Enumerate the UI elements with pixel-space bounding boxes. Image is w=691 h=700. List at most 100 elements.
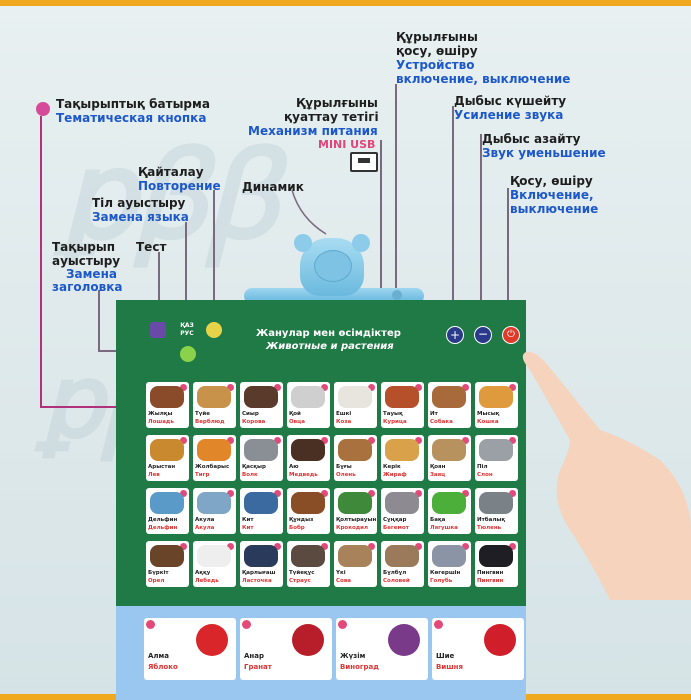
sound-dot-icon — [321, 437, 328, 444]
language-toggle-button[interactable]: ҚАЗ РУС — [180, 322, 194, 337]
animal-picture — [197, 386, 231, 408]
sound-dot-icon — [274, 490, 281, 497]
animal-picture — [291, 439, 325, 461]
sound-dot-icon — [180, 543, 187, 550]
speaker-pointer-line — [291, 189, 327, 235]
charger-label-kz1: Құрылғыны — [296, 96, 378, 110]
title-switch-button[interactable] — [180, 346, 196, 362]
animal-name-kz: Жолбарыс — [195, 464, 230, 470]
book-test-button[interactable] — [150, 322, 166, 338]
animal-name-ru: Пингвин — [477, 578, 504, 584]
animal-name-ru: Кошка — [477, 419, 499, 425]
animal-name-ru: Бобр — [289, 525, 305, 531]
animal-name-ru: Курица — [383, 419, 407, 425]
animal-name-kz: Ит — [430, 411, 438, 417]
fruit-name-ru: Вишня — [436, 663, 464, 671]
animal-name-ru: Собака — [430, 419, 453, 425]
animal-name-kz: Бұғы — [336, 464, 352, 470]
animal-name-kz: Бақа — [430, 517, 446, 523]
language-label-kz: Тіл ауыстыру — [92, 196, 186, 210]
charger-label-usb: MINI USB — [318, 138, 376, 151]
animal-picture — [432, 439, 466, 461]
learning-poster: ҚАЗ РУС Жанулар мен өсімдіктер Животные … — [116, 300, 526, 700]
fruit-name-kz: Анар — [244, 652, 264, 660]
theme-button-line-v — [40, 116, 42, 408]
animal-name-ru: Волк — [242, 472, 258, 478]
on-off-label-ru2: выключение — [510, 202, 599, 216]
fruit-picture — [196, 624, 228, 656]
charger-line — [380, 140, 382, 288]
volume-down-label-ru: Звук уменьшение — [482, 146, 606, 160]
animal-name-ru: Соловей — [383, 578, 410, 584]
volume-up-button[interactable]: + — [446, 326, 464, 344]
animal-picture — [150, 545, 184, 567]
animal-picture — [385, 545, 419, 567]
sound-dot-icon — [227, 490, 234, 497]
animal-picture — [197, 492, 231, 514]
usb-port-icon — [350, 152, 378, 172]
repeat-label-ru: Повторение — [138, 179, 221, 193]
sound-dot-icon — [274, 543, 281, 550]
animal-picture — [385, 439, 419, 461]
title-switch-line-v — [98, 290, 100, 352]
animal-picture — [197, 545, 231, 567]
fruit-name-ru: Яблоко — [148, 663, 178, 671]
on-off-button[interactable]: ⏻ — [502, 326, 520, 344]
animal-picture — [150, 492, 184, 514]
volume-down-button[interactable]: − — [474, 326, 492, 344]
sound-dot-icon — [462, 384, 469, 391]
animal-name-kz: Арыстан — [148, 464, 176, 470]
animal-name-kz: Аққу — [195, 570, 211, 576]
volume-down-line — [480, 134, 482, 326]
fruit-name-kz: Жүзім — [340, 652, 366, 660]
power-switch-knob[interactable] — [392, 290, 402, 300]
repeat-button[interactable] — [206, 322, 222, 338]
animal-name-kz: Аю — [289, 464, 299, 470]
animal-name-ru: Лошадь — [148, 419, 174, 425]
power-device-label-kz2: қосу, өшіру — [396, 44, 478, 58]
repeat-label-kz: Қайталау — [138, 165, 204, 179]
animal-name-kz: Жылқы — [148, 411, 173, 417]
theme-button-label-ru: Тематическая кнопка — [56, 111, 207, 125]
animal-name-ru: Бегемот — [383, 525, 409, 531]
animal-name-kz: Дельфин — [148, 517, 178, 523]
power-device-label-kz1: Құрылғыны — [396, 30, 478, 44]
animal-picture — [432, 492, 466, 514]
